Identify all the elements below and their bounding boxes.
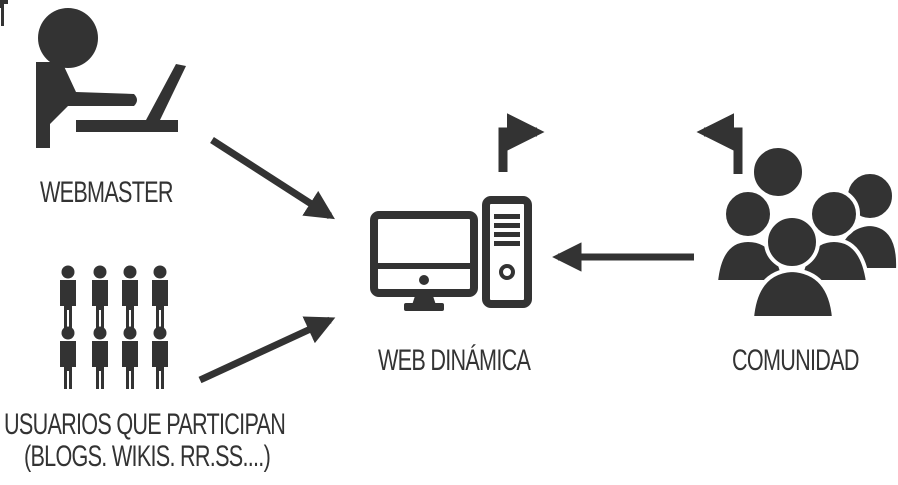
webmaster-laptop-icon xyxy=(36,8,186,148)
arrow-web-out xyxy=(498,113,545,172)
webmaster-label: WEBMASTER xyxy=(40,176,173,209)
users-label-line1: USUARIOS QUE PARTICIPAN xyxy=(4,408,286,441)
web-label: WEB DINÁMICA xyxy=(378,344,531,377)
arrow-users-to-web xyxy=(198,316,336,384)
users-group-icon xyxy=(0,0,168,389)
arrow-community-out xyxy=(696,113,743,174)
arrow-webmaster-to-web xyxy=(210,137,335,220)
desktop-computer-icon xyxy=(370,196,532,311)
users-label-line2: (BLOGS. WIKIS. RR.SS....) xyxy=(24,440,271,473)
community-label: COMUNIDAD xyxy=(732,344,859,377)
community-crowd-icon xyxy=(713,144,898,320)
